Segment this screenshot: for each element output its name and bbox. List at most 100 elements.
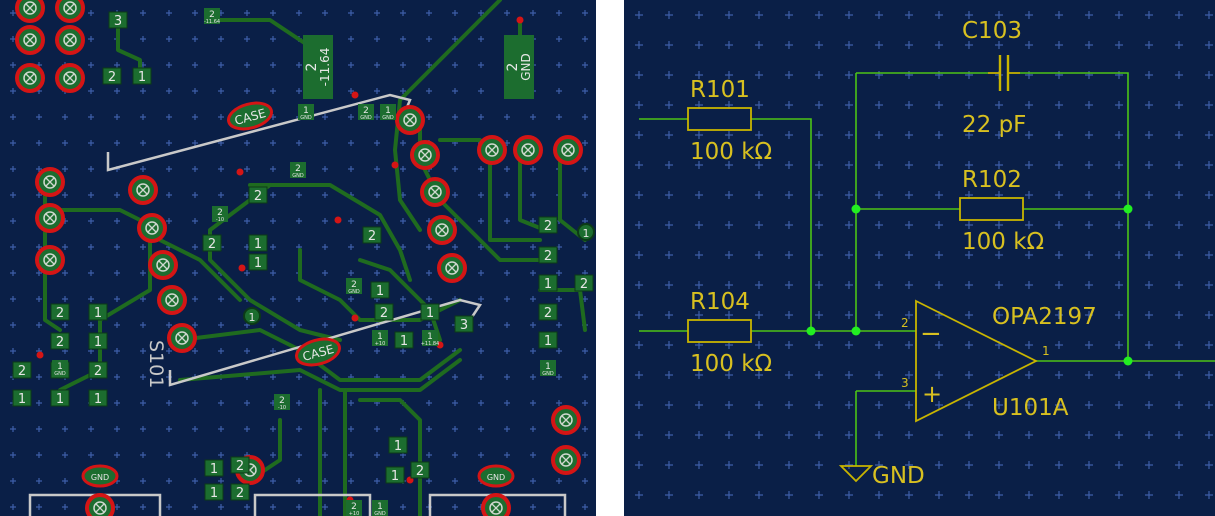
pad-number: 2 xyxy=(236,486,244,501)
junction-dots xyxy=(806,204,1133,366)
svg-text:2: 2 xyxy=(351,502,357,512)
r101-value: 100 kΩ xyxy=(690,139,772,165)
pad: 1 xyxy=(12,389,32,407)
svg-text:+10: +10 xyxy=(349,511,360,516)
schematic-canvas: C103 22 pF R101 100 kΩ R102 100 kΩ R104 … xyxy=(624,0,1215,516)
pad: 2 xyxy=(410,461,430,479)
pin-plus-number: 3 xyxy=(901,376,909,390)
gnd-hole-label: GND xyxy=(487,473,505,482)
gnd-through-hole: GND xyxy=(477,464,515,488)
pad-number: 3 xyxy=(460,318,468,333)
pad-number: 2 xyxy=(380,306,388,321)
svg-text:1: 1 xyxy=(377,502,383,512)
svg-text:1: 1 xyxy=(385,106,391,116)
pad: 1 xyxy=(385,466,405,484)
pad: 2 xyxy=(88,361,108,379)
svg-text:1: 1 xyxy=(545,362,551,372)
svg-text:2: 2 xyxy=(217,208,223,218)
pad-number: 1 xyxy=(400,334,408,349)
svg-text:1: 1 xyxy=(249,311,256,324)
pad-number: 1 xyxy=(210,462,218,477)
round-pad xyxy=(395,105,425,135)
gnd-label: GND xyxy=(872,463,925,489)
pad-number: 2 xyxy=(208,237,216,252)
svg-text:GND: GND xyxy=(519,53,533,81)
schematic-wires xyxy=(639,72,1215,466)
round-pad xyxy=(410,140,440,170)
pad-number: 1 xyxy=(391,469,399,484)
pad-number: 1 xyxy=(544,334,552,349)
capacitor-c103 xyxy=(988,55,1020,91)
r102-ref: R102 xyxy=(962,167,1022,193)
pad-number: 1 xyxy=(94,335,102,350)
pad: 1 xyxy=(88,303,108,321)
case-pad: CASE xyxy=(295,337,341,367)
pad: 2 xyxy=(538,303,558,321)
round-pad xyxy=(137,213,167,243)
round-pad xyxy=(551,405,581,435)
round-pad xyxy=(148,250,178,280)
pad: 1 xyxy=(88,332,108,350)
pad-number: 2 xyxy=(544,219,552,234)
pad-number: 3 xyxy=(114,14,122,29)
svg-text:1: 1 xyxy=(427,332,433,342)
pad-number: 2 xyxy=(56,306,64,321)
round-pad xyxy=(128,175,158,205)
r104-ref: R104 xyxy=(690,289,750,315)
pad-number: 1 xyxy=(56,392,64,407)
svg-text:GND: GND xyxy=(54,371,66,377)
pad: 2 xyxy=(248,186,268,204)
round-pad xyxy=(35,203,65,233)
round-pad xyxy=(35,167,65,197)
pad-block: 2-11.64 xyxy=(303,35,333,99)
pin-numbers: 2 3 1 xyxy=(901,316,1050,390)
svg-text:2: 2 xyxy=(209,10,215,20)
pad: 2 xyxy=(50,332,70,350)
pad-number: 2 xyxy=(108,70,116,85)
pad-number: 2 xyxy=(56,335,64,350)
svg-text:GND: GND xyxy=(382,115,394,121)
pad: 2 xyxy=(538,246,558,264)
pad-number: 1 xyxy=(376,284,384,299)
pad-number: 2 xyxy=(580,277,588,292)
pad-number: 2 xyxy=(544,306,552,321)
opamp-symbol xyxy=(915,299,1039,423)
svg-text:GND: GND xyxy=(360,115,372,121)
pad-number: 1 xyxy=(394,439,402,454)
pad: 1 xyxy=(248,234,268,252)
test-point: 1 xyxy=(243,307,261,325)
round-pad xyxy=(157,285,187,315)
smd-pad: 1+11.84 xyxy=(421,330,439,347)
pad-number: 1 xyxy=(94,392,102,407)
svg-text:GND: GND xyxy=(374,511,386,516)
svg-text:GND: GND xyxy=(300,115,312,121)
round-pad xyxy=(513,135,543,165)
round-pad xyxy=(35,245,65,275)
round-pad xyxy=(15,25,45,55)
gnd-through-hole: GND xyxy=(81,464,119,488)
round-pad xyxy=(55,63,85,93)
pad-number: 2 xyxy=(94,364,102,379)
svg-text:-10: -10 xyxy=(278,405,286,411)
round-pad xyxy=(481,493,511,516)
pad: 1 xyxy=(50,389,70,407)
resistor-r101 xyxy=(687,107,752,131)
round-pad xyxy=(437,253,467,283)
round-pad xyxy=(55,25,85,55)
test-point: 1 xyxy=(577,223,595,241)
schematic-symbols xyxy=(687,55,1039,483)
svg-text:2: 2 xyxy=(363,106,369,116)
schematic-labels: C103 22 pF R101 100 kΩ R102 100 kΩ R104 … xyxy=(690,18,1097,489)
pin-minus-number: 2 xyxy=(901,316,909,330)
opamp-plus-sign: + xyxy=(922,380,942,408)
svg-text:1: 1 xyxy=(303,106,309,116)
smd-pad: 2-10 xyxy=(274,394,290,411)
pad: 2 xyxy=(538,216,558,234)
svg-text:2: 2 xyxy=(304,63,320,72)
r101-ref: R101 xyxy=(690,77,750,103)
